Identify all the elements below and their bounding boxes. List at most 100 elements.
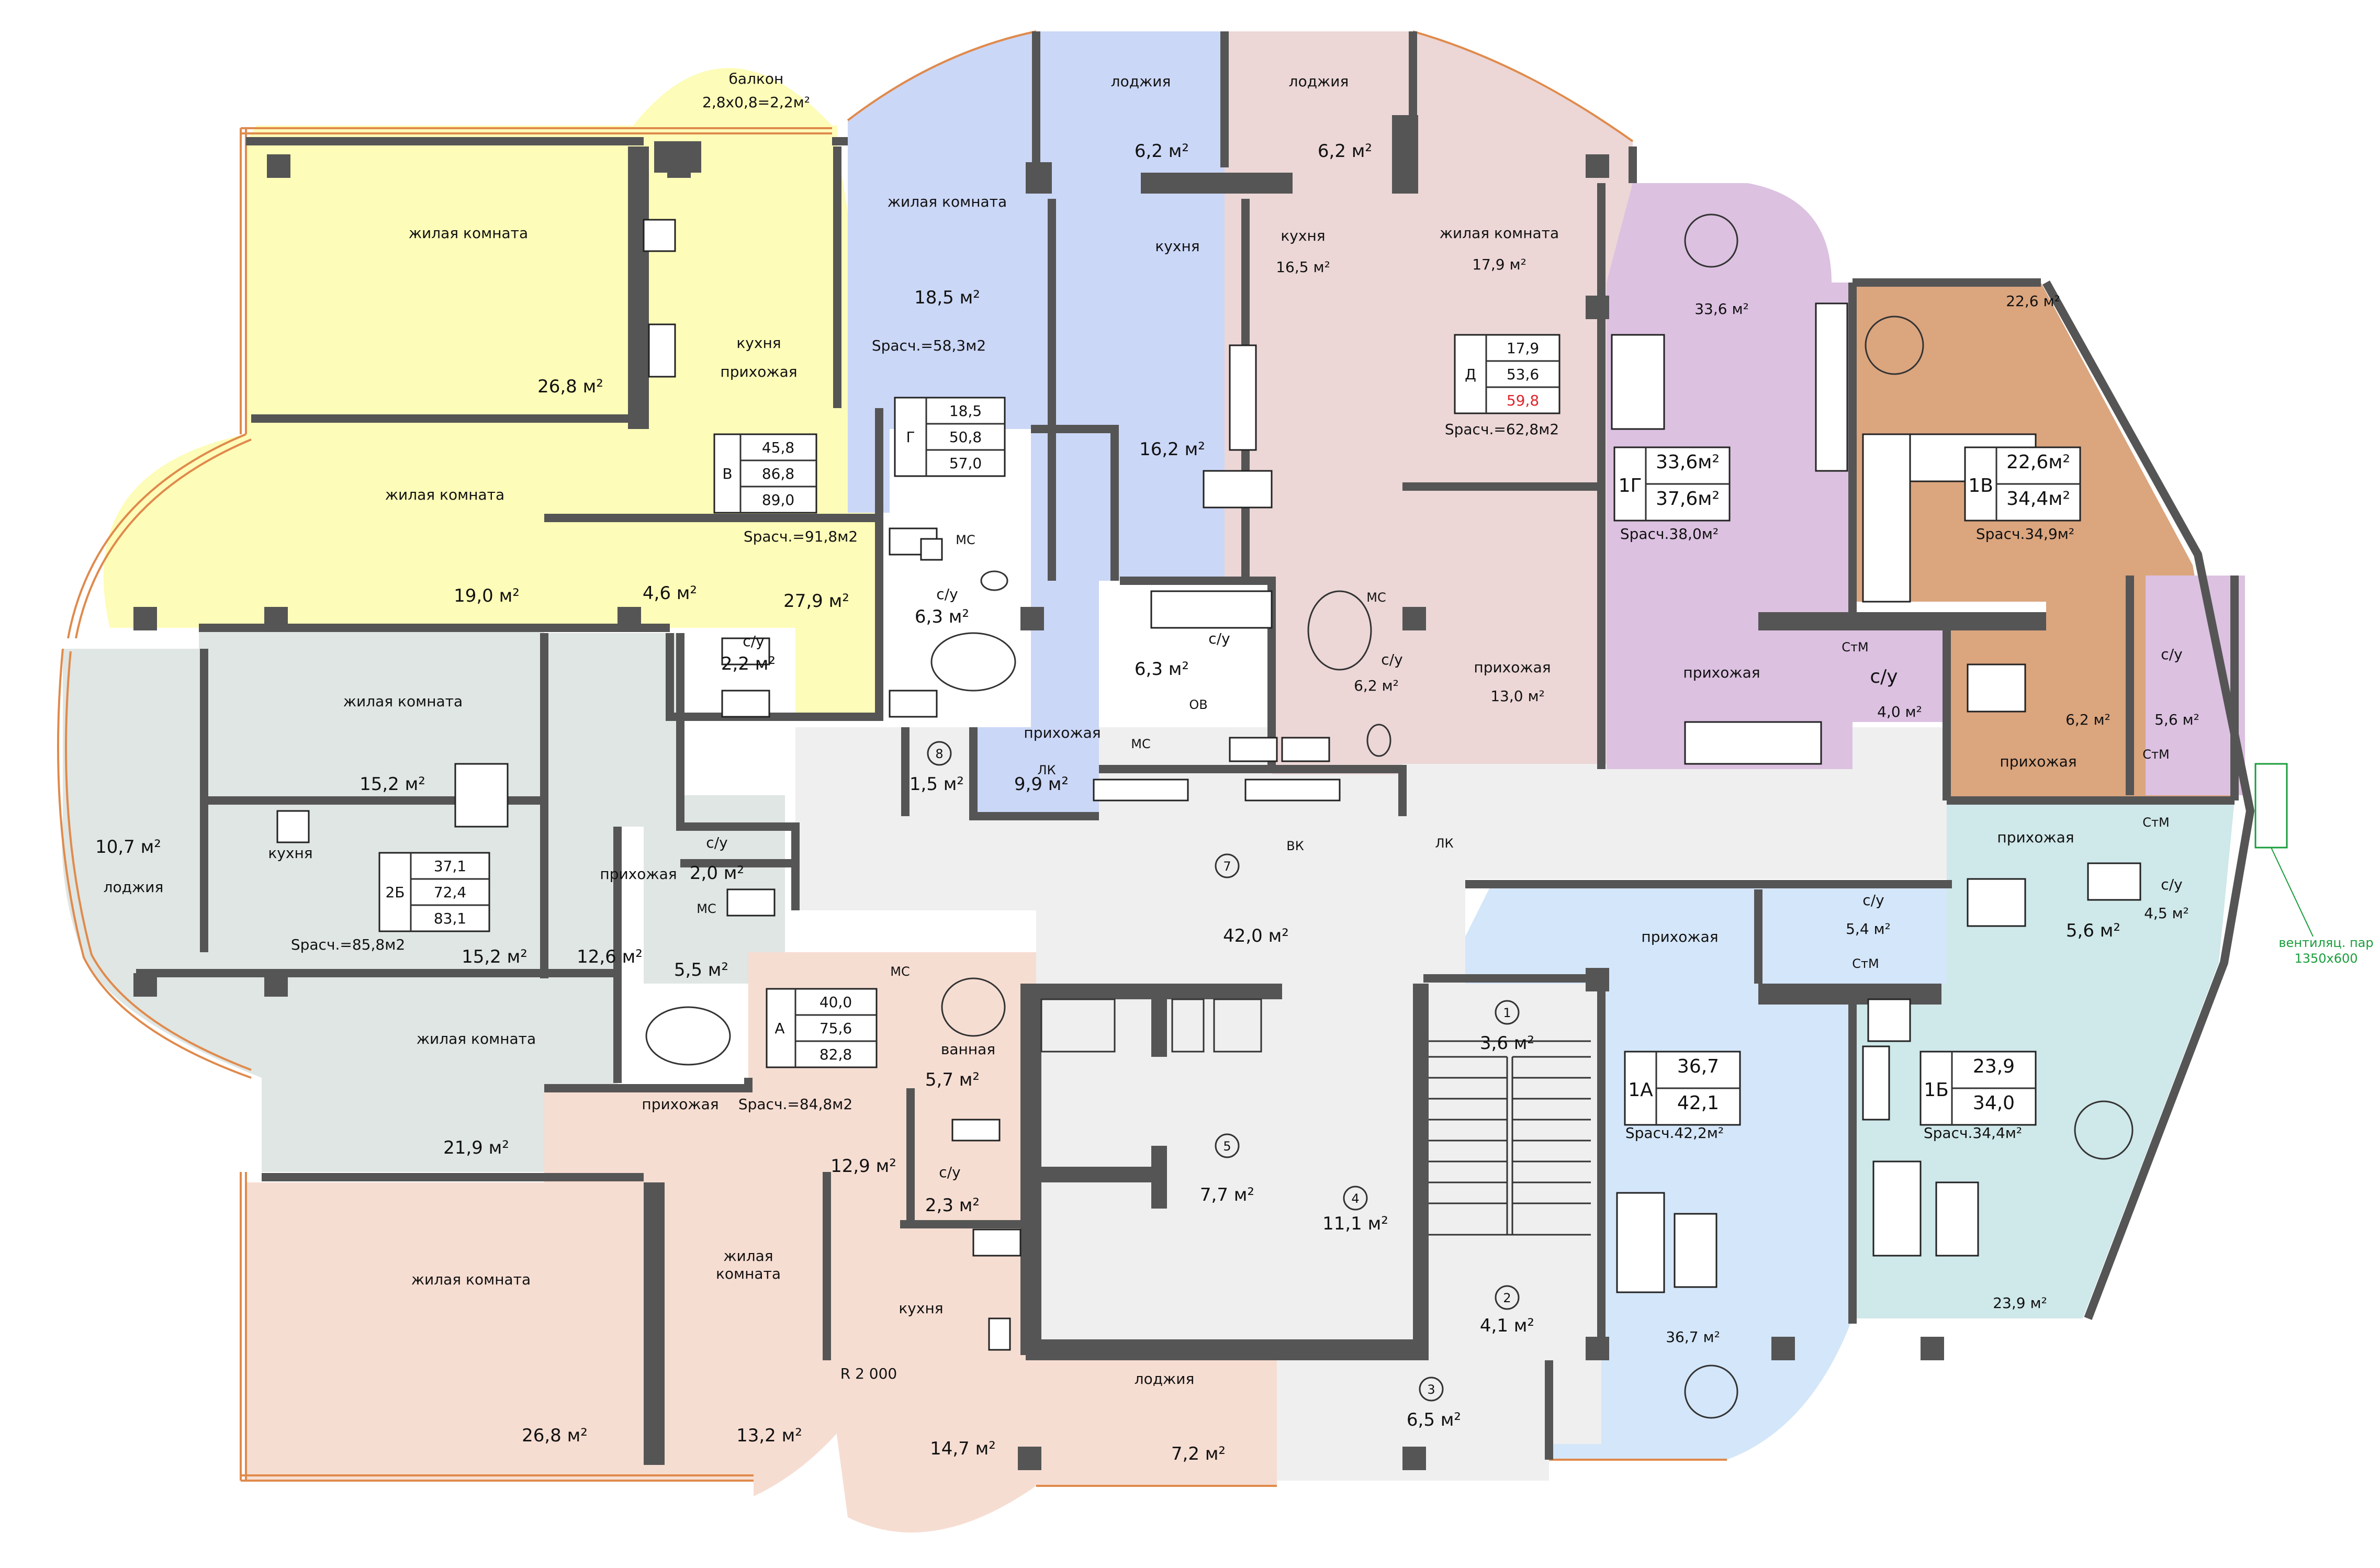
dining-tables [1684,213,2134,1419]
v-living1-label: жилая комната [409,224,528,242]
balcony-fill [633,68,832,126]
room-labels: балкон 2,8х0,8=2,2м² жилая комната 26,8 … [95,70,2373,1464]
g-living-area: 18,5 м² [914,287,980,308]
v-kitchen-label: кухня [736,334,781,352]
r5-area: 7,7 м² [1200,1185,1254,1205]
g-kitchen-label: кухня [1155,238,1199,255]
1g-area: 33,6 м² [1694,300,1749,318]
spec-g: Г 18,5 50,8 57,0 Sрасч.=58,3м2 [872,337,1006,477]
lk-tag-1: ЛК [1037,763,1056,777]
vent-shaft [2254,763,2288,849]
apt-1g-bath-fill [1832,628,1957,722]
spec-v-row2: 86,8 [762,465,794,482]
loggia-bottom-area: 7,2 м² [1171,1443,1226,1464]
1b-hall-area: 5,6 м² [2066,920,2120,941]
apt-d-fill [1225,31,1633,774]
spec-a-row2: 75,6 [819,1020,852,1037]
b-hall-area: 12,6 м² [577,946,643,967]
spec-d-calc: Sрасч.=62,8м2 [1445,421,1559,438]
vk-tag: ВК [1286,839,1304,853]
r2-marker [1495,1285,1520,1310]
spec-a: А 40,0 75,6 82,8 Sрасч.=84,8м2 [738,988,878,1113]
spec-1v-row1: 22,6м² [2006,452,2070,473]
1v-hall-label: прихожая [2000,753,2076,770]
spec-1g-row2: 37,6м² [1656,488,1720,510]
1g-wc-area: 4,0 м² [1877,703,1922,720]
1b-hall-label: прихожая [1997,829,2074,846]
corridor-num: 7 [1223,859,1231,874]
spec-1a-label: 1А [1628,1079,1653,1101]
spec-1v-label: 1В [1968,475,1993,497]
g-bath-area: 6,3 м² [1135,659,1189,680]
1b-area: 23,9 м² [1993,1294,2047,1312]
1b-wc-label: с/у [2161,876,2182,893]
ms-tag-5: МС [890,964,910,979]
a-living2-label: жилая комната [411,1271,531,1288]
1g-hall-label: прихожая [1683,664,1760,681]
a-kitchen-area: 14,7 м² [930,1438,996,1459]
r1-marker [1495,1000,1520,1025]
stm-tag-2: СтМ [2142,747,2169,762]
apt-1v-wc-fill [2146,576,2245,795]
g-loggia-area: 6,2 м² [1135,141,1189,162]
a-kitchen-label: кухня [899,1300,943,1317]
spec-g-row2: 50,8 [949,428,982,446]
spec-2b-row3: 83,1 [434,910,466,927]
a-wc-area: 2,3 м² [925,1195,980,1216]
d-loggia-label: лоджия [1289,73,1349,90]
apt-1a-fill [1465,884,1952,1460]
d-bath-area: 6,2 м² [1354,677,1399,694]
a-living3-area: 13,2 м² [736,1425,802,1446]
d-bath-label: с/у [1381,651,1402,668]
apt-g-fill [848,31,1225,816]
vent-label: вентиляц. пар [2278,935,2373,950]
g-living-label: жилая комната [888,193,1007,210]
corridor-marker [1215,853,1240,878]
spec-1v-calc: Sрасч.34,9м² [1976,525,2074,543]
loggia-bottom-fill [1036,1360,1277,1486]
b-wc-label: с/у [706,834,727,851]
spec-g-row1: 18,5 [949,402,982,420]
b-loggia-area: 10,7 м² [95,837,161,858]
apt-2b-bath-fill [644,795,785,984]
spec-2b-calc: Sрасч.=85,8м2 [291,936,405,953]
1v-area: 22,6 м² [2006,292,2060,310]
spec-d: Д 17,9 53,6 59,8 Sрасч.=62,8м2 [1445,334,1561,438]
1a-wc-label: с/у [1862,892,1884,909]
spec-2b-label: 2Б [385,884,405,901]
stm-tag-1: СтМ [1842,640,1868,655]
a-bath-label: ванная [941,1041,995,1058]
spec-2b-row1: 37,1 [434,858,466,875]
spec-1g-label: 1Г [1619,475,1642,497]
ov-tag: ОВ [1189,697,1207,712]
a-wc-label: с/у [939,1164,960,1181]
spec-2b-row2: 72,4 [434,884,466,901]
1g-wc-label: с/у [1870,666,1898,687]
vent-size: 1350х600 [2294,951,2357,966]
r3-area: 6,5 м² [1407,1409,1461,1430]
staircase [1429,1040,1591,1236]
r4-area: 11,1 м² [1322,1213,1388,1234]
spec-g-label: Г [906,428,915,446]
spec-v-row3: 89,0 [762,491,794,509]
a-hall-label: прихожая [642,1096,719,1113]
stm-tag-3: СтМ [2142,815,2169,830]
v-living1-area: 26,8 м² [537,376,603,397]
r3-num: 3 [1427,1382,1435,1397]
v-wc-label: с/у [743,633,764,650]
spec-a-row3: 82,8 [819,1046,852,1063]
v-living2-label: жилая комната [385,486,504,503]
r8-marker [927,741,952,766]
spec-2b: 2Б 37,1 72,4 83,1 Sрасч.=85,8м2 [291,852,490,953]
balcony-size: 2,8х0,8=2,2м² [702,94,810,111]
v-hall-area: 27,9 м² [783,591,849,612]
a-hall-area: 12,9 м² [830,1156,896,1177]
r1-area: 3,6 м² [1480,1033,1534,1054]
spec-v-row1: 45,8 [762,439,794,456]
spec-1v-row2: 34,4м² [2006,488,2070,510]
1a-hall-label: прихожая [1641,928,1718,945]
d-loggia-area: 6,2 м² [1318,141,1372,162]
ms-tag-2: МС [1366,590,1386,605]
r2-area: 4,1 м² [1480,1315,1534,1336]
d-hall-label: прихожая [1474,659,1551,676]
